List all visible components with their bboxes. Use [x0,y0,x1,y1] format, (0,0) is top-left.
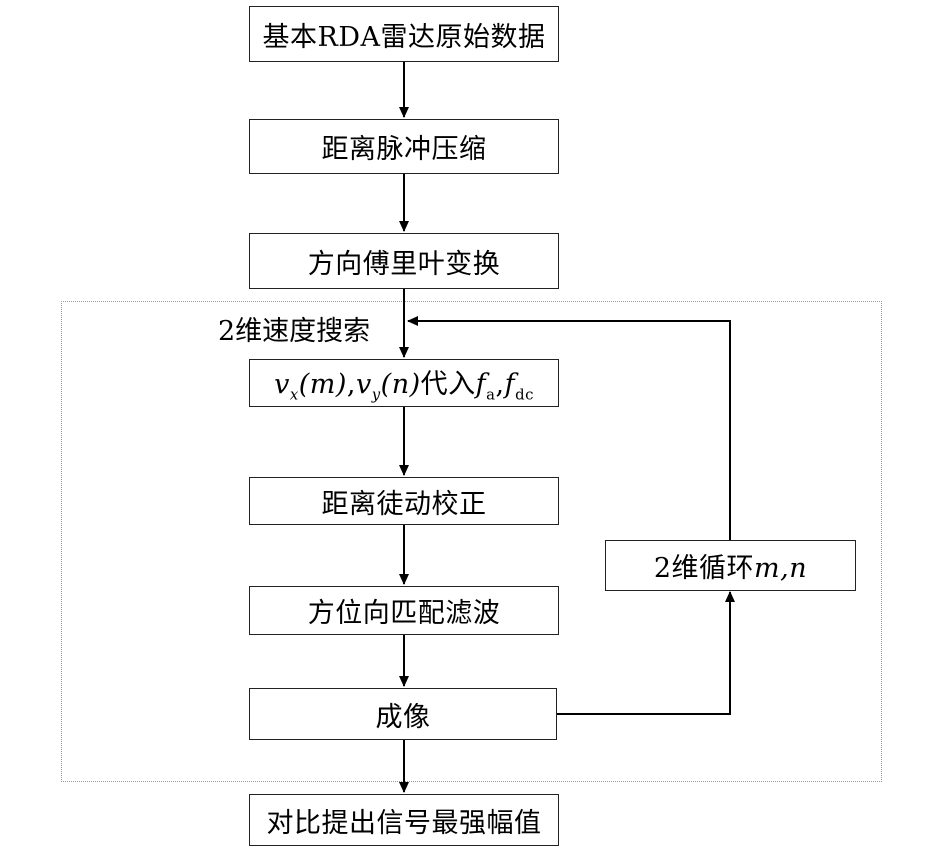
velocity-search-region [61,301,882,782]
raw-radar-data-box: 基本RDA雷达原始数据 [249,6,559,62]
raw-radar-data-label: 基本RDA雷达原始数据 [262,21,546,53]
range-compression-label: 距离脉冲压缩 [321,134,487,165]
extract-max-amplitude-label: 对比提出信号最强幅值 [266,807,542,839]
imaging-label: 成像 [375,701,431,733]
arrow-loop-back-to-search [407,316,731,540]
azimuth-fft-label: 方向傅里叶变换 [307,248,501,280]
range-compression-box: 距离脉冲压缩 [249,119,559,174]
azimuth-fft-box: 方向傅里叶变换 [249,233,559,289]
extract-max-amplitude-box: 对比提出信号最强幅值 [249,794,559,846]
loop-label: 2维循环m,n [653,553,808,584]
range-migration-correction-box: 距离徒动校正 [249,477,559,525]
azimuth-matched-filter-label: 方位向匹配滤波 [307,598,501,629]
velocity-substitution-box: vx(m),vy(n)代入fa,fdc [249,359,559,407]
azimuth-matched-filter-box: 方位向匹配滤波 [249,586,559,635]
loop-box: 2维循环m,n [605,540,856,591]
search-region-label: 2维速度搜索 [218,316,371,347]
arrow-imaging-to-loop [557,591,735,715]
velocity-substitution-formula: vx(m),vy(n)代入fa,fdc [274,369,534,404]
imaging-box: 成像 [249,688,557,740]
range-migration-correction-label: 距离徒动校正 [321,488,487,520]
